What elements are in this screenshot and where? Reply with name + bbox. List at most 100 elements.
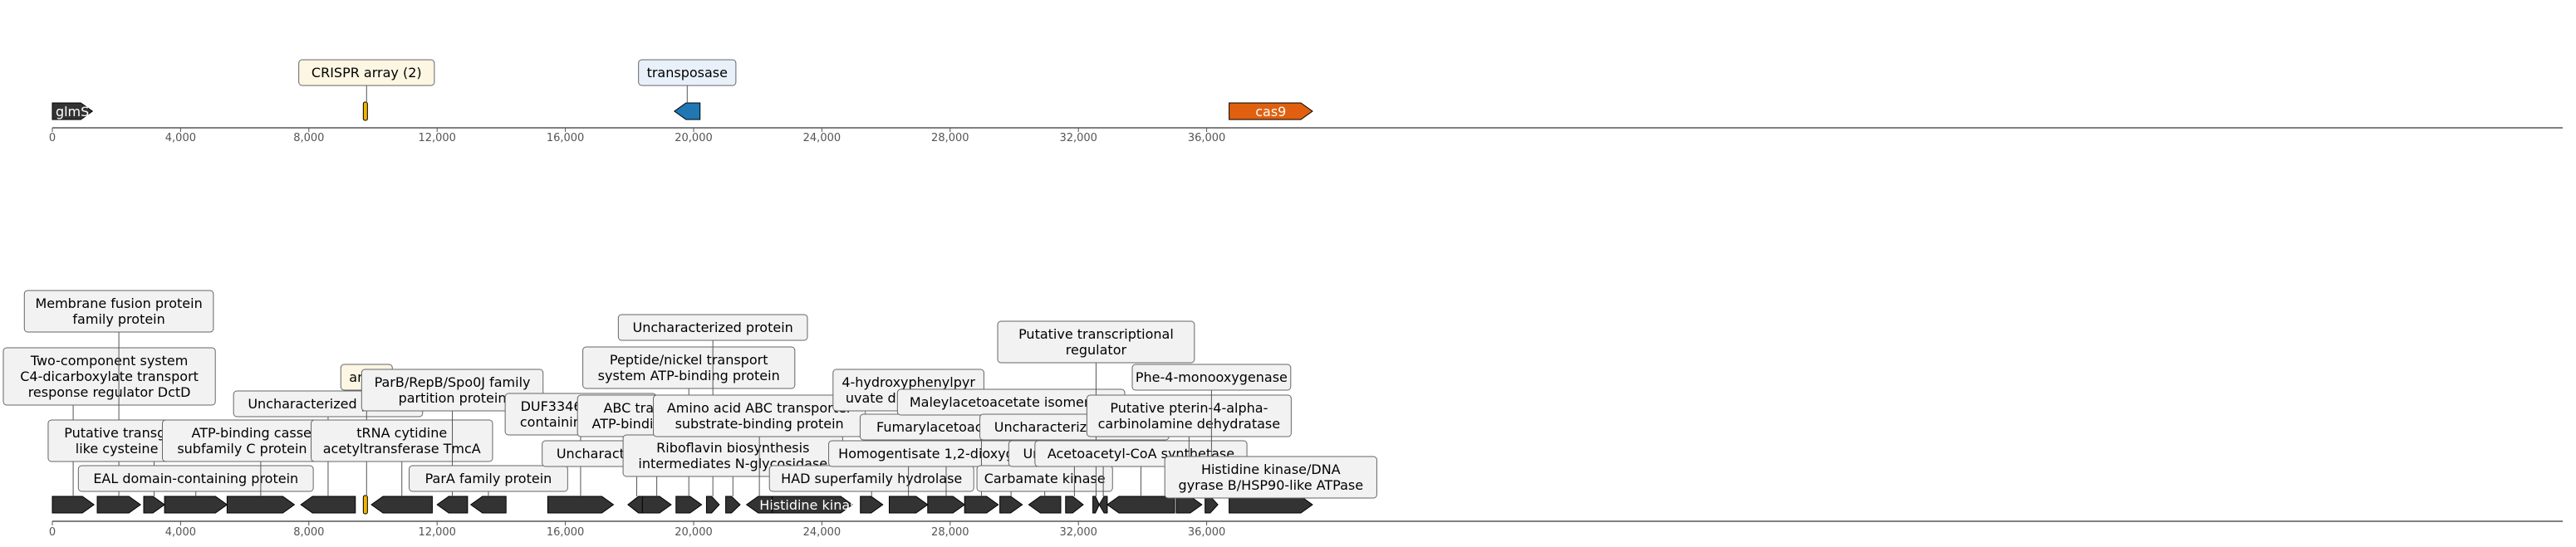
top_track-gene-2-label-text: transposase	[647, 65, 728, 81]
bottom_track-gene-12-arrow[interactable]	[641, 496, 672, 514]
bottom_track-tick-label: 0	[49, 526, 56, 539]
bottom_track-gene-8-arrow[interactable]	[436, 496, 469, 514]
bottom_track-gene-27-arrow[interactable]	[1106, 496, 1175, 514]
bottom_track-gene-19-label-text: 4-hydroxyphenylpyr	[841, 374, 975, 390]
bottom_track-gene-3-label-text: EAL domain-containing protein	[93, 471, 298, 486]
bottom_track-tick-label: 32,000	[1059, 526, 1097, 539]
top_track-gene-2-label-box	[638, 59, 737, 86]
bottom_track-gene-14-label-box	[617, 314, 808, 341]
bottom_track-gene-28-label-text: Putative pterin-4-alpha-	[1110, 400, 1268, 416]
bottom_track-tick-label: 24,000	[803, 526, 841, 539]
bottom_track-gene-20-label-text: Homogentisate 1,2-dioxygenase	[838, 446, 1054, 462]
bottom_track-gene-0-label-text: C4-dicarboxylate transport	[20, 369, 199, 384]
top_track-gene-2-arrow[interactable]	[673, 102, 701, 120]
bottom_track-gene-6-array[interactable]	[362, 495, 368, 515]
top_track-gene-1-label-text: CRISPR array (2)	[312, 65, 422, 81]
bottom_track-gene-22-label-text: Maleylacetoacetate isomerase	[910, 394, 1113, 410]
bottom_track-gene-0-label-box	[2, 347, 216, 406]
bottom_track-gene-30-label-text: Histidine kinase/DNA	[1201, 462, 1341, 477]
bottom_track-gene-4-label-text: subfamily C protein LapB	[177, 441, 344, 457]
bottom_track-gene-8-label-text: ParB/RepB/Spo0J family	[375, 374, 531, 390]
top_track-tick-label: 32,000	[1059, 132, 1097, 144]
bottom_track-gene-4-arrow[interactable]	[226, 496, 296, 514]
bottom_track-gene-7-label-box	[311, 419, 493, 462]
bottom_track-gene-18-arrow[interactable]	[860, 496, 884, 514]
top_track-gene-0-arrow[interactable]	[52, 102, 94, 120]
bottom_track-gene-30-label-text: gyrase B/HSP90-like ATPase	[1179, 477, 1364, 493]
bottom_track-gene-15-label-text: Riboflavin biosynthesis	[656, 440, 809, 456]
top_track-gene-3-inner-label: cas9	[1255, 104, 1286, 120]
bottom_track-gene-13-arrow[interactable]	[675, 496, 703, 514]
bottom_track-gene-30-label-box	[1164, 456, 1377, 499]
bottom_track-gene-16-label-text: Amino acid ABC transporter	[667, 400, 852, 416]
bottom_track-gene-17-inner-label: Histidine kinase	[759, 497, 865, 513]
bottom_track-gene-29-label-text: Phe-4-monooxygenase	[1136, 369, 1288, 385]
bottom_track-gene-3-label-box	[77, 465, 314, 492]
bottom_track-gene-13-label-box	[582, 346, 796, 389]
bottom_track-tick-label: 12,000	[418, 526, 456, 539]
bottom_track-gene-5-arrow[interactable]	[300, 496, 356, 514]
bottom_track-gene-4-label-text: ATP-binding cassette	[192, 425, 331, 441]
bottom_track-gene-1-arrow[interactable]	[96, 496, 142, 514]
top_track-gene-1-label-box	[298, 59, 435, 86]
bottom_track-gene-26-arrow[interactable]	[1098, 496, 1108, 514]
bottom_track-gene-29-label-box	[1131, 364, 1292, 391]
bottom_track-gene-15-arrow[interactable]	[725, 496, 741, 514]
bottom_track-gene-7-label-text: acetyltransferase TmcA	[323, 441, 481, 457]
bottom_track-gene-8-label-box	[361, 369, 544, 412]
bottom_track-gene-23-arrow[interactable]	[1028, 496, 1062, 514]
top_track-tick-label: 36,000	[1188, 132, 1226, 144]
bottom_track-gene-25-label-text: regulator	[1066, 342, 1127, 358]
bottom_track-gene-14-arrow[interactable]	[705, 496, 720, 514]
bottom_track-tick-label: 28,000	[931, 526, 969, 539]
top_track-tick-label: 0	[49, 132, 56, 144]
bottom_track-tick-label: 36,000	[1188, 526, 1226, 539]
bottom_track-gene-13-label-text: system ATP-binding protein	[598, 368, 780, 383]
bottom_track-gene-9-label-text: ParA family protein	[425, 471, 552, 486]
bottom_track-gene-18-label-text: HAD superfamily hydrolase	[781, 471, 962, 486]
bottom_track-gene-29-arrow[interactable]	[1205, 496, 1219, 514]
top_track-tick-label: 24,000	[803, 132, 841, 144]
bottom_track-gene-28-label-text: carbinolamine dehydratase	[1098, 416, 1280, 432]
bottom_track-gene-17-arrow[interactable]	[772, 496, 853, 514]
bottom_track-gene-1-label-box	[23, 290, 214, 333]
bottom_track-tick-label: 8,000	[293, 526, 324, 539]
top_track-tick-label: 8,000	[293, 132, 324, 144]
bottom_track-gene-19-arrow[interactable]	[888, 496, 929, 514]
bottom_track-gene-24-arrow[interactable]	[1065, 496, 1084, 514]
top_track-tick-label: 20,000	[675, 132, 713, 144]
top_track-gene-0-inner-label: glmS	[56, 104, 89, 120]
bottom_track-gene-30-arrow[interactable]	[1229, 496, 1313, 514]
bottom_track-gene-22-arrow[interactable]	[999, 496, 1023, 514]
bottom_track-gene-28-label-box	[1086, 394, 1292, 437]
bottom_track-gene-25-arrow[interactable]	[1092, 496, 1100, 514]
top_track-gene-1-array[interactable]	[362, 101, 368, 121]
bottom_track-gene-0-label-text: Two-component system	[30, 353, 189, 369]
bottom_track-gene-10-arrow[interactable]	[547, 496, 615, 514]
bottom-track: 0 4,000 8,000 12,000 16,000 20,000 24,000 28,00…	[2, 290, 2563, 539]
bottom_track-tick-label: 16,000	[547, 526, 585, 539]
bottom_track-gene-14-label-text: Uncharacterized protein	[633, 320, 793, 335]
top_track-tick-label: 28,000	[931, 132, 969, 144]
bottom_track-gene-7-arrow[interactable]	[370, 496, 433, 514]
top_track-tick-label: 4,000	[165, 132, 196, 144]
bottom_track-gene-9-arrow[interactable]	[469, 496, 507, 514]
bottom_track-gene-8-label-text: partition protein	[399, 390, 507, 406]
bottom_track-gene-7-label-text: tRNA cytidine	[356, 425, 447, 441]
top_track-tick-label: 12,000	[418, 132, 456, 144]
bottom_track-gene-21-arrow[interactable]	[964, 496, 999, 514]
bottom_track-gene-2-arrow[interactable]	[143, 496, 165, 514]
bottom_track-gene-16-label-text: substrate-binding protein	[675, 416, 844, 432]
bottom_track-gene-0-arrow[interactable]	[52, 496, 96, 514]
bottom_track-gene-20-arrow[interactable]	[927, 496, 966, 514]
bottom_track-gene-25-label-text: Putative transcriptional	[1018, 326, 1174, 342]
bottom_track-tick-label: 4,000	[165, 526, 196, 539]
top_track-gene-3-arrow[interactable]	[1229, 102, 1313, 120]
bottom_track-tick-label: 20,000	[675, 526, 713, 539]
bottom_track-gene-28-arrow[interactable]	[1175, 496, 1203, 514]
bottom_track-gene-1-label-text: family protein	[72, 311, 164, 327]
bottom_track-gene-3-arrow[interactable]	[164, 496, 228, 514]
bottom_track-gene-13-label-text: Peptide/nickel transport	[610, 352, 768, 368]
